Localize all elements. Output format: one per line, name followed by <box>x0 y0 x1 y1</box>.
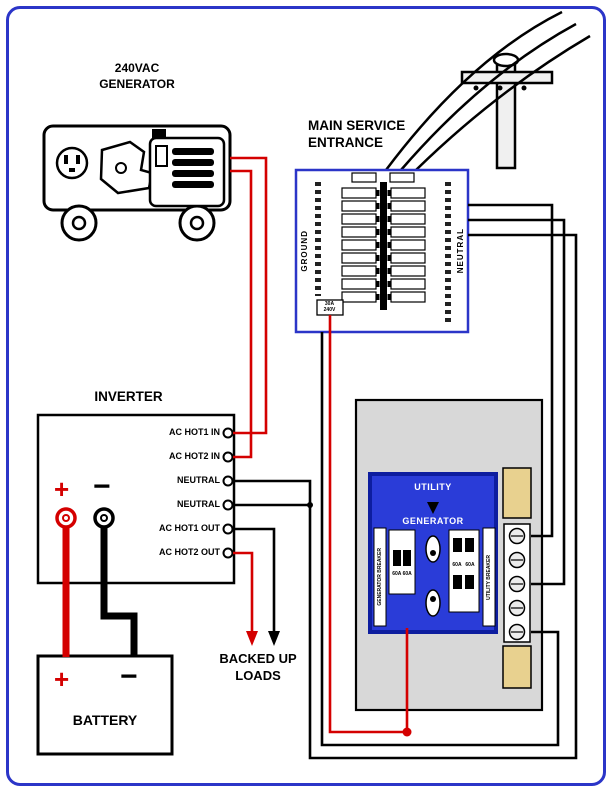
service-entrance-title-line2: ENTRANCE <box>308 135 384 150</box>
service-panel-box <box>294 168 470 334</box>
battery-negative-label: − <box>120 660 138 693</box>
neutral-bus-label: NEUTRAL <box>455 228 465 274</box>
battery-cables <box>62 527 138 657</box>
backed-up-loads-label: BACKED UP LOADS <box>188 650 328 684</box>
neutral-junction-dot <box>307 502 313 508</box>
backfeed-breaker-line1: 30A <box>324 301 335 307</box>
terminal-ac-hot2-in <box>222 451 234 463</box>
service-entrance-title-line1: MAIN SERVICE <box>308 118 406 133</box>
generator-breaker-block <box>388 529 416 595</box>
terminal-label-ac-hot2-in: AC HOT2 IN <box>168 451 220 461</box>
terminal-label-ac-hot1-out: AC HOT1 OUT <box>158 523 220 533</box>
ground-bus-label: GROUND <box>299 230 309 272</box>
panel-center-bus <box>380 182 387 310</box>
ground-bus-label-wrap: GROUND <box>296 176 312 326</box>
terminal-label-ac-hot1-in: AC HOT1 IN <box>168 427 220 437</box>
transfer-left-strip-wrap: GENERATOR BREAKER <box>373 529 387 625</box>
neutral-and-utility-wires <box>233 203 578 760</box>
battery-positive-label: + <box>54 664 70 694</box>
inverter-positive-label: + <box>54 474 70 504</box>
amp-label-right1: 60A <box>452 562 462 568</box>
wire-neutral-loop <box>233 233 578 760</box>
battery-title: BATTERY <box>72 712 138 728</box>
backfeed-breaker-line2: 240V <box>323 307 336 313</box>
terminal-label-neutral-2: NEUTRAL <box>177 499 220 509</box>
service-entrance-title: MAIN SERVICE ENTRANCE <box>308 117 405 151</box>
terminal-label-ac-hot2-out: AC HOT2 OUT <box>158 547 220 557</box>
generator-illustration <box>42 124 232 242</box>
terminal-ac-hot1-out <box>222 523 234 535</box>
hot-wires <box>230 156 409 734</box>
terminal-neutral-2 <box>222 499 234 511</box>
wiring-lug-upper <box>502 467 532 519</box>
terminal-neutral-1 <box>222 475 234 487</box>
amp-label-left: 60A 60A <box>392 571 412 577</box>
terminal-label-neutral-1: NEUTRAL <box>177 475 220 485</box>
transfer-right-strip-label: UTILITY BREAKER <box>486 554 492 600</box>
inverter-box <box>36 413 236 585</box>
transfer-arrow-icon <box>427 502 439 514</box>
hot-junction-dot <box>402 727 412 737</box>
inverter-title: INVERTER <box>94 389 163 404</box>
page-border <box>6 6 606 786</box>
battery-cable-negative <box>100 527 138 657</box>
backed-up-loads-line2: LOADS <box>235 668 281 683</box>
wire-hot2-out-load <box>233 551 254 633</box>
wire-hot1-out-load <box>233 527 276 633</box>
transfer-switch-box <box>354 398 544 712</box>
amp-label-right2: 60A <box>465 562 475 568</box>
neutral-bus-label-wrap: NEUTRAL <box>452 176 468 326</box>
wiring-lug-lower <box>502 645 532 689</box>
wire-backfeed-hot <box>328 315 409 734</box>
inverter-negative-label: − <box>93 470 111 503</box>
transfer-toggle-upper <box>425 535 441 563</box>
load-arrow-black <box>268 631 280 646</box>
backfeed-breaker-label: 30A 240V <box>316 301 343 313</box>
terminal-ac-hot1-in <box>222 427 234 439</box>
branch-breakers <box>341 187 426 303</box>
wire-gen-hot2 <box>230 169 253 459</box>
wire-gen-hot1 <box>230 156 268 435</box>
transfer-left-strip-label: GENERATOR BREAKER <box>377 548 383 606</box>
wire-panel-neutral <box>320 332 560 747</box>
battery-box <box>36 654 174 756</box>
transfer-right-strip-wrap: UTILITY BREAKER <box>482 529 496 625</box>
service-drop-wires <box>385 10 591 171</box>
transfer-utility-label: UTILITY <box>414 482 452 492</box>
load-arrow-red <box>246 631 258 646</box>
wire-utility-2 <box>468 218 566 586</box>
transfer-generator-label: GENERATOR <box>402 516 464 526</box>
wire-utility-1 <box>468 203 554 538</box>
generator-title-line1: 240VAC <box>114 61 160 75</box>
generator-title: 240VAC GENERATOR <box>58 60 216 92</box>
generator-outlet <box>55 146 89 180</box>
backed-up-loads-line1: BACKED UP <box>219 651 297 666</box>
dc-positive-terminal <box>55 507 77 529</box>
generator-title-line2: GENERATOR <box>99 77 175 91</box>
terminal-ac-hot2-out <box>222 547 234 559</box>
transfer-toggle-lower <box>425 589 441 617</box>
